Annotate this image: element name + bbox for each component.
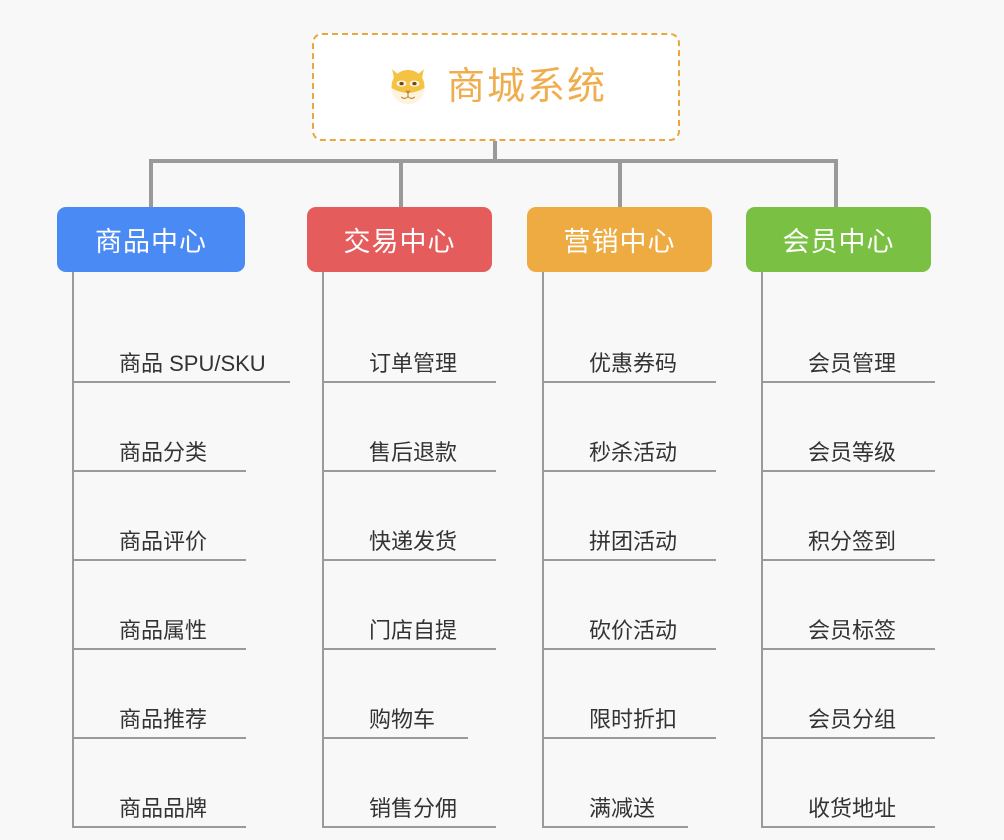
leaf-underline	[74, 470, 246, 472]
leaf-underline	[763, 470, 935, 472]
list-item[interactable]: 商品评价	[74, 472, 246, 561]
branch-header-trade[interactable]: 交易中心	[307, 207, 492, 272]
list-item[interactable]: 快递发货	[324, 472, 496, 561]
leaf-underline	[763, 648, 935, 650]
leaf-label: 拼团活动	[589, 529, 678, 554]
branch-header-product[interactable]: 商品中心	[57, 207, 245, 272]
list-item[interactable]: 门店自提	[324, 561, 496, 650]
branch-header-label: 会员中心	[782, 227, 895, 257]
list-item[interactable]: 秒杀活动	[544, 383, 716, 472]
leaf-label: 购物车	[369, 707, 436, 732]
list-item[interactable]: 订单管理	[324, 294, 496, 383]
shiba-dog-icon	[385, 62, 431, 113]
leaf-label: 商品品牌	[119, 796, 208, 821]
branch-column-product: 商品中心 商品 SPU/SKU 商品分类 商品评价 商品属性 商品推荐	[57, 207, 290, 828]
leaf-label: 会员分组	[808, 707, 897, 732]
leaf-label: 快递发货	[369, 529, 458, 554]
leaf-underline	[324, 559, 496, 561]
leaf-label: 限时折扣	[589, 707, 678, 732]
leaf-underline	[324, 737, 468, 739]
leaf-underline	[324, 826, 496, 828]
branch-column-trade: 交易中心 订单管理 售后退款 快递发货 门店自提 购物车	[307, 207, 496, 828]
leaf-label: 商品 SPU/SKU	[119, 351, 266, 376]
branch-header-label: 交易中心	[343, 227, 456, 257]
leaf-label: 积分签到	[808, 529, 897, 554]
leaf-list-member: 会员管理 会员等级 积分签到 会员标签 会员分组 收货地址	[761, 272, 935, 828]
leaf-list-trade: 订单管理 售后退款 快递发货 门店自提 购物车 销售分佣	[322, 272, 496, 828]
leaf-underline	[324, 470, 496, 472]
list-item[interactable]: 砍价活动	[544, 561, 716, 650]
leaf-underline	[74, 737, 246, 739]
list-item[interactable]: 商品属性	[74, 561, 246, 650]
branch-column-member: 会员中心 会员管理 会员等级 积分签到 会员标签 会员分组	[746, 207, 935, 828]
leaf-label: 会员管理	[808, 351, 897, 376]
branch-header-label: 商品中心	[95, 227, 207, 257]
branch-header-marketing[interactable]: 营销中心	[527, 207, 712, 272]
list-item[interactable]: 会员等级	[763, 383, 935, 472]
leaf-label: 优惠券码	[589, 351, 678, 376]
leaf-underline	[544, 826, 688, 828]
list-item[interactable]: 商品分类	[74, 383, 246, 472]
leaf-label: 商品分类	[119, 440, 208, 465]
leaf-underline	[544, 648, 716, 650]
leaf-list-product: 商品 SPU/SKU 商品分类 商品评价 商品属性 商品推荐 商品品牌	[72, 272, 290, 828]
leaf-label: 门店自提	[369, 618, 458, 643]
leaf-underline	[74, 826, 246, 828]
list-item[interactable]: 商品品牌	[74, 739, 246, 828]
leaf-label: 订单管理	[369, 351, 458, 376]
list-item[interactable]: 售后退款	[324, 383, 496, 472]
branch-header-label: 营销中心	[563, 227, 676, 257]
leaf-underline	[763, 737, 935, 739]
leaf-label: 会员等级	[808, 440, 897, 465]
leaf-underline	[324, 381, 496, 383]
leaf-underline	[544, 559, 716, 561]
list-item[interactable]: 限时折扣	[544, 650, 716, 739]
list-item[interactable]: 积分签到	[763, 472, 935, 561]
branch-header-member[interactable]: 会员中心	[746, 207, 931, 272]
leaf-underline	[544, 737, 716, 739]
leaf-underline	[324, 648, 496, 650]
leaf-label: 商品推荐	[119, 707, 208, 732]
list-item[interactable]: 会员管理	[763, 294, 935, 383]
root-title: 商城系统	[446, 66, 607, 108]
leaf-underline	[74, 559, 246, 561]
list-item[interactable]: 商品推荐	[74, 650, 246, 739]
leaf-label: 销售分佣	[369, 796, 458, 821]
leaf-label: 售后退款	[369, 440, 458, 465]
leaf-list-marketing: 优惠券码 秒杀活动 拼团活动 砍价活动 限时折扣 满减送	[542, 272, 716, 828]
list-item[interactable]: 拼团活动	[544, 472, 716, 561]
leaf-underline	[763, 381, 935, 383]
list-item[interactable]: 收货地址	[763, 739, 935, 828]
leaf-underline	[763, 826, 935, 828]
branch-column-marketing: 营销中心 优惠券码 秒杀活动 拼团活动 砍价活动 限时折扣	[527, 207, 716, 828]
list-item[interactable]: 会员标签	[763, 561, 935, 650]
list-item[interactable]: 购物车	[324, 650, 495, 739]
leaf-label: 砍价活动	[589, 618, 678, 643]
leaf-underline	[763, 559, 935, 561]
list-item[interactable]: 满减送	[544, 739, 715, 828]
leaf-label: 商品属性	[119, 618, 208, 643]
leaf-label: 秒杀活动	[589, 440, 678, 465]
list-item[interactable]: 商品 SPU/SKU	[74, 294, 290, 383]
root-node[interactable]: 商城系统	[312, 33, 680, 141]
leaf-label: 会员标签	[808, 618, 897, 643]
leaf-label: 满减送	[589, 796, 656, 821]
leaf-underline	[544, 470, 716, 472]
list-item[interactable]: 销售分佣	[324, 739, 496, 828]
leaf-underline	[74, 381, 290, 383]
leaf-label: 收货地址	[808, 796, 897, 821]
leaf-label: 商品评价	[119, 529, 208, 554]
leaf-underline	[74, 648, 246, 650]
leaf-underline	[544, 381, 716, 383]
list-item[interactable]: 会员分组	[763, 650, 935, 739]
list-item[interactable]: 优惠券码	[544, 294, 716, 383]
